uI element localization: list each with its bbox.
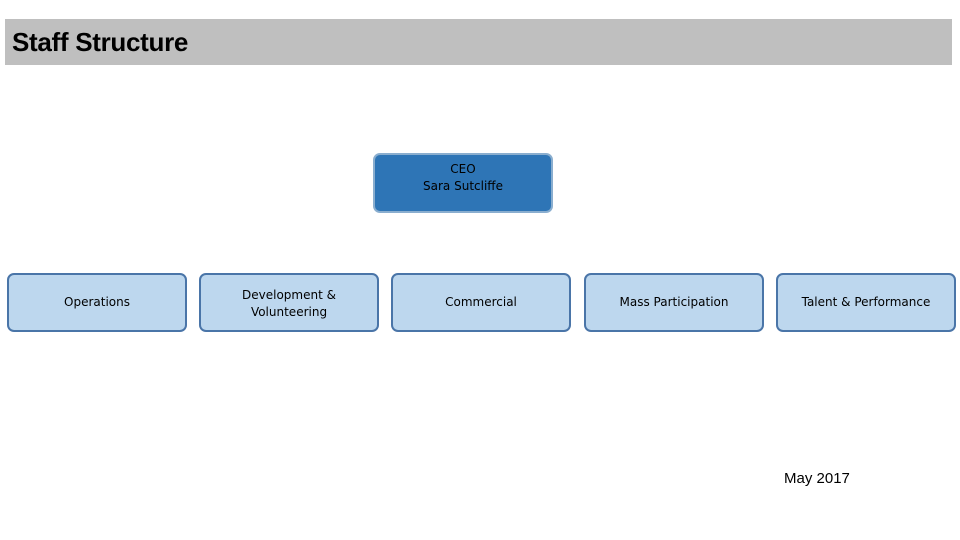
date-label: May 2017: [784, 470, 850, 487]
page-title: Staff Structure: [12, 26, 189, 57]
title-bar: Staff Structure: [5, 19, 952, 65]
dept-label: Talent & Performance: [801, 295, 931, 309]
dept-node-mass-participation: Mass Participation: [584, 273, 764, 332]
ceo-role: CEO: [450, 162, 476, 176]
dept-node-talent-performance: Talent & Performance: [776, 273, 956, 332]
dept-label-line2: Volunteering: [250, 304, 328, 319]
ceo-node: CEO Sara Sutcliffe: [373, 153, 553, 213]
dept-label: Operations: [64, 295, 130, 309]
dept-node-development-volunteering: Development & Volunteering: [199, 273, 379, 332]
dept-node-commercial: Commercial: [391, 273, 571, 332]
ceo-name: Sara Sutcliffe: [423, 179, 503, 193]
dept-node-operations: Operations: [7, 273, 187, 332]
dept-label: Mass Participation: [619, 295, 729, 309]
dept-label: Commercial: [445, 295, 517, 309]
dept-label: Development &: [242, 287, 336, 302]
